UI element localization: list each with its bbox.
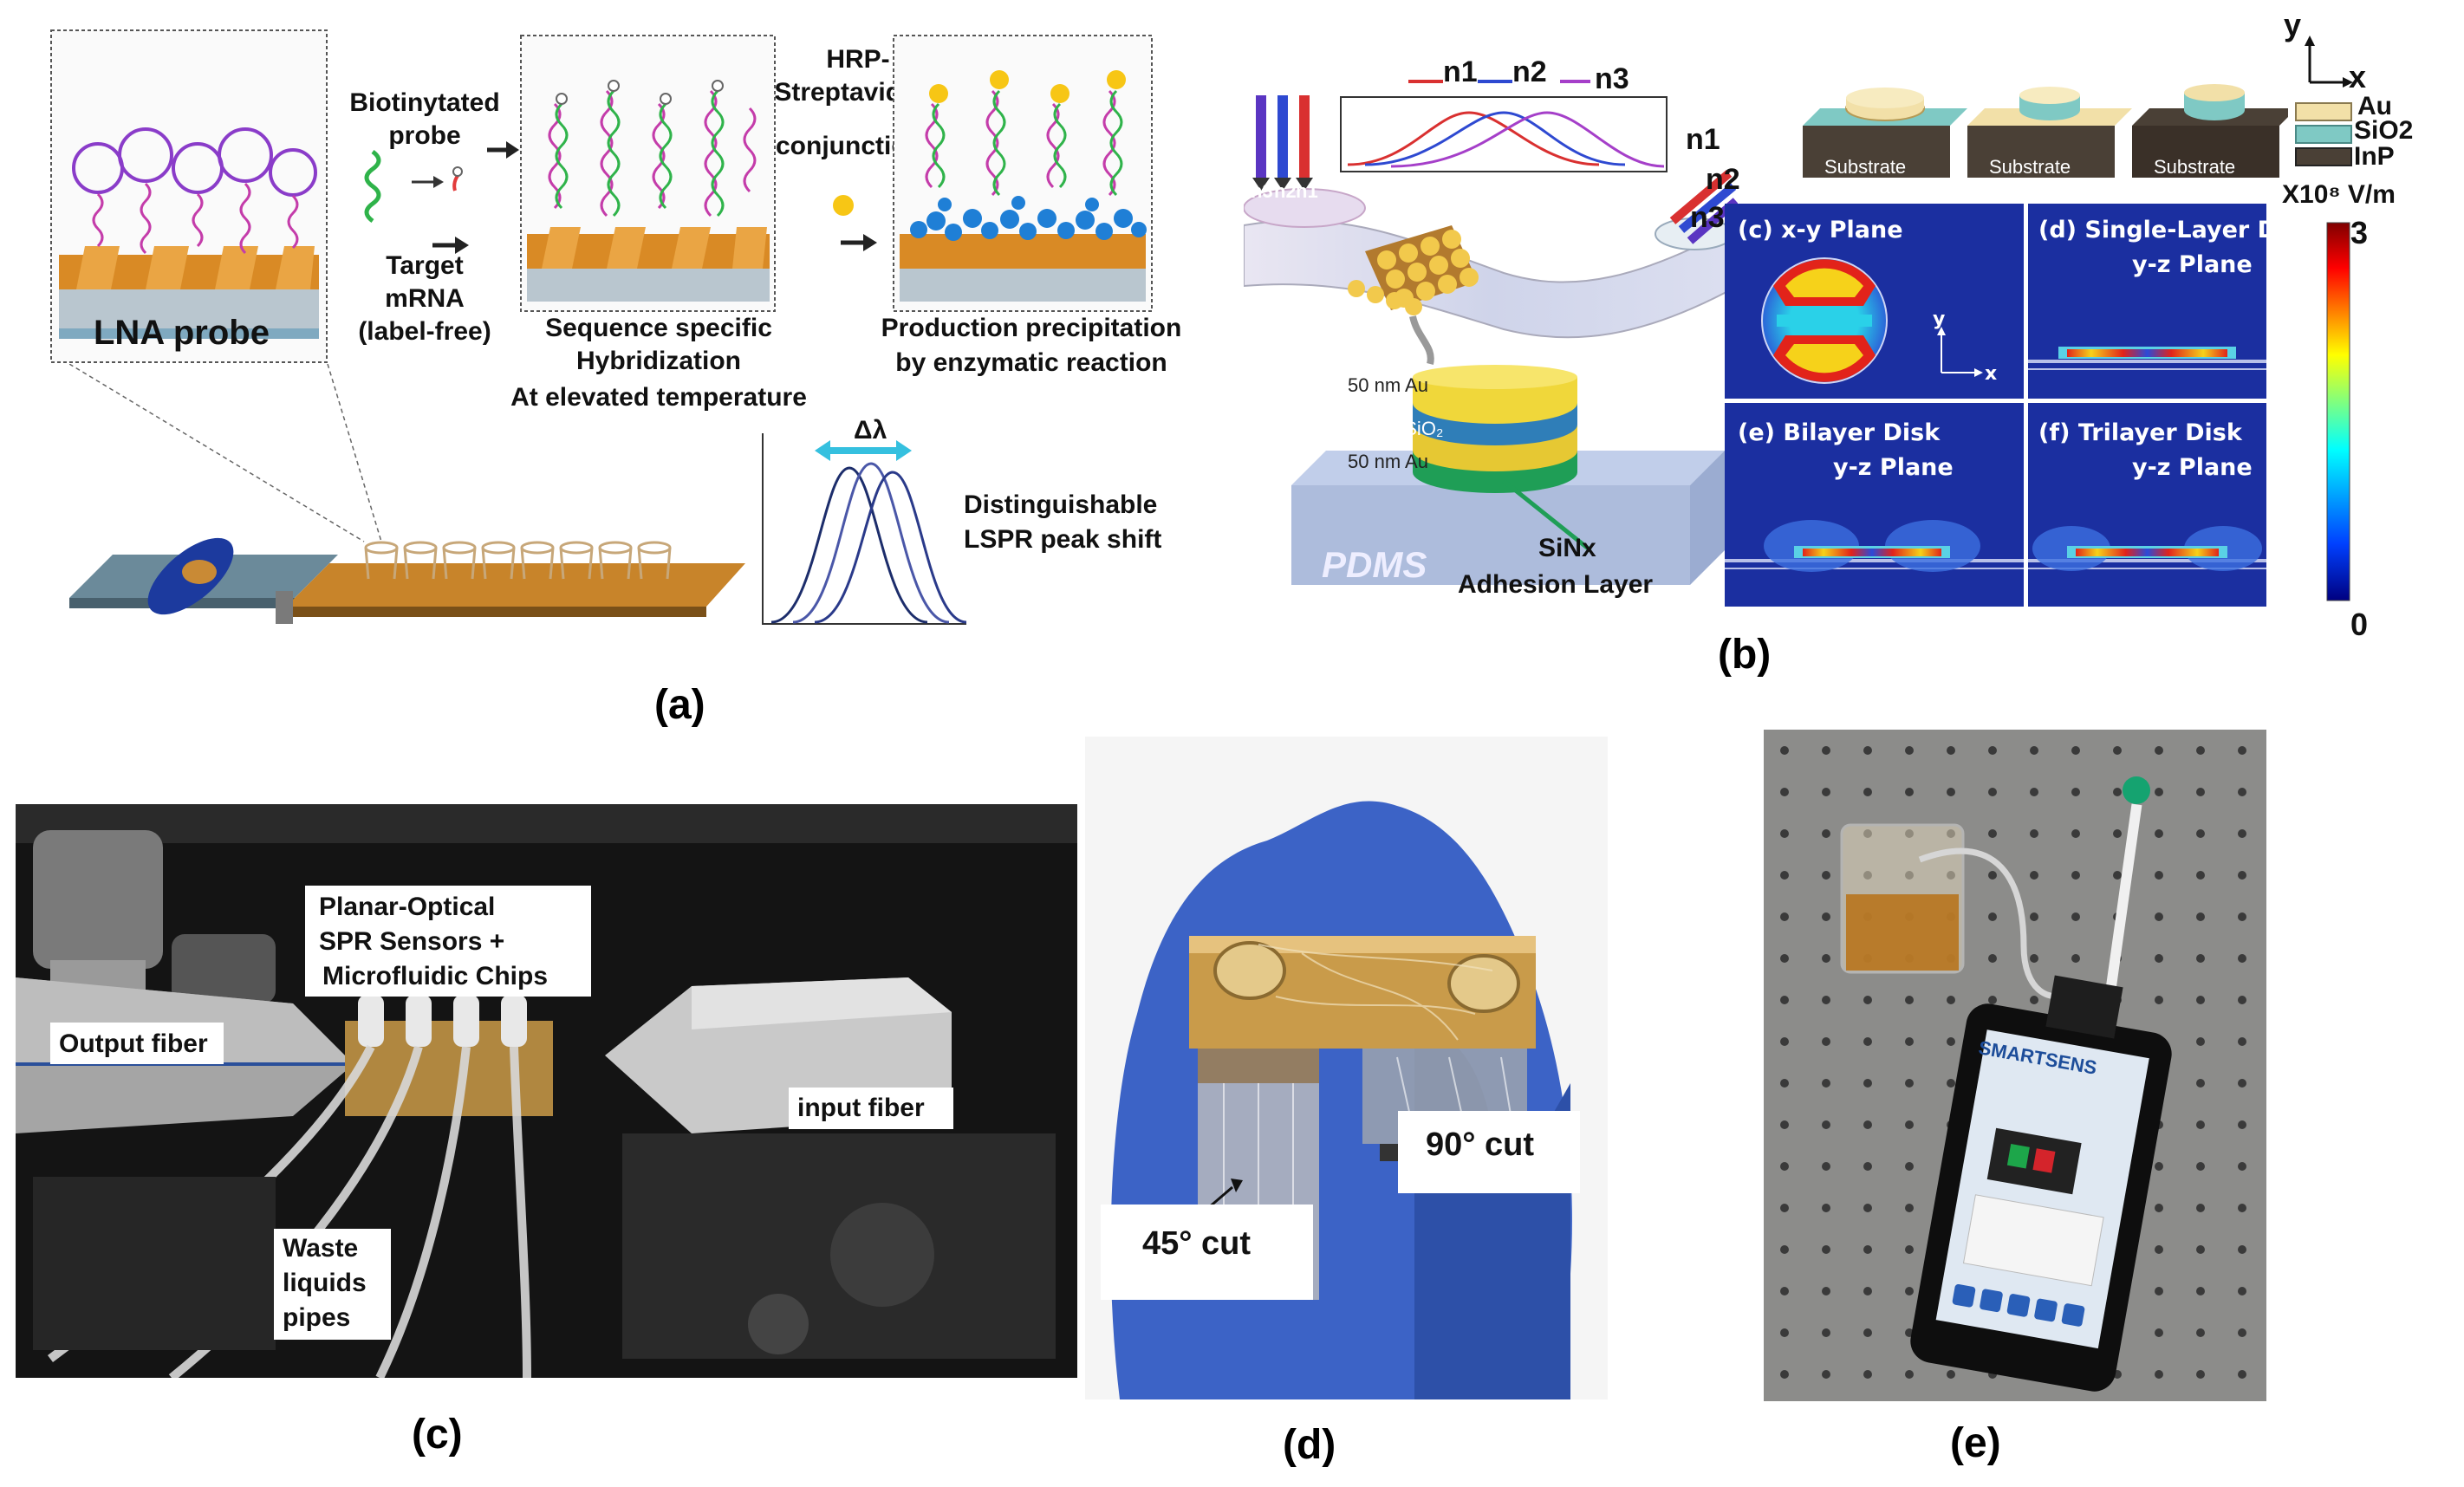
adhesion-label: Adhesion Layer xyxy=(1458,570,1654,599)
waste-label-1: Waste xyxy=(283,1234,359,1263)
n1-label-top: n1 xyxy=(1443,55,1478,88)
hybridization-label-3: At elevated temperature xyxy=(510,383,807,412)
delta-lambda-label: Δλ xyxy=(854,416,887,445)
n1-label-right: n1 xyxy=(1686,123,1720,156)
field-title-d: (d) Single-Layer Disk xyxy=(2038,217,2315,244)
arrow-right-icon xyxy=(841,234,877,251)
field-subtitle-f: y-z Plane xyxy=(2132,454,2253,481)
cut-45-label: 45° cut xyxy=(1142,1225,1252,1262)
lspr-label-1: Distinguishable xyxy=(964,490,1158,519)
panel-d-photo xyxy=(1085,737,1608,1399)
lspr-spectra-plot xyxy=(762,433,967,625)
svg-text:x: x xyxy=(1985,363,1997,385)
cut-90-label: 90° cut xyxy=(1426,1127,1535,1163)
layer-au-bottom: 50 nm Au xyxy=(1348,451,1428,472)
sensors-label-1: Planar-Optical xyxy=(319,893,496,921)
panel-d-label: (d) xyxy=(1283,1422,1336,1468)
glove-chip-photo xyxy=(1085,737,1608,1399)
beam-label-n2: n2 xyxy=(1274,180,1297,202)
precipitation-label-2: by enzymatic reaction xyxy=(895,348,1167,377)
colorbar-max: 3 xyxy=(2350,215,2369,250)
axis-y-label: y xyxy=(2284,7,2302,42)
roll-to-roll-substrate xyxy=(69,364,745,624)
lna-probe-illustration xyxy=(50,29,328,363)
field-subtitle-d: y-z Plane xyxy=(2132,251,2253,278)
panel-a-label: (a) xyxy=(654,682,705,728)
hybridization-label-2: Hybridization xyxy=(575,347,741,375)
output-fiber-callout xyxy=(50,1023,224,1064)
plasmonic-device-illustration xyxy=(1244,95,1738,365)
hrp-bead-icon xyxy=(833,195,854,216)
n2-label-top: n2 xyxy=(1512,55,1547,88)
substrate-label-2: Substrate xyxy=(1989,156,2071,178)
optical-bench-photo xyxy=(16,804,1077,1378)
n3-label-top: n3 xyxy=(1595,62,1629,95)
field-subtitle-e: y-z Plane xyxy=(1833,454,1954,481)
panel-c-photo xyxy=(16,804,1077,1378)
substrate-label-3: Substrate xyxy=(2154,156,2236,178)
waste-label-3: pipes xyxy=(283,1303,351,1332)
target-label-2: mRNA xyxy=(385,284,465,313)
pdms-label: PDMS xyxy=(1322,544,1427,585)
precipitation-label-1: Production precipitation xyxy=(881,314,1182,342)
waste-label-2: liquids xyxy=(283,1269,367,1297)
refractive-index-spectra xyxy=(1340,96,1668,172)
axis-icon xyxy=(2305,36,2353,88)
waste-callout xyxy=(274,1229,391,1340)
colorbar-unit: X10⁸ V/m xyxy=(2282,180,2396,209)
panel-b-label: (b) xyxy=(1718,632,1772,678)
input-fiber-label: input fiber xyxy=(797,1094,925,1122)
sensors-label-2: SPR Sensors + xyxy=(319,927,505,956)
beam-label-n1: n1 xyxy=(1296,180,1318,202)
colorbar-min: 0 xyxy=(2350,607,2369,642)
legend-sio2: SiO2 xyxy=(2354,116,2414,145)
axis-x-label: x xyxy=(2349,59,2367,94)
sinx-label: SiNx xyxy=(1538,534,1596,562)
legend-swatch-inp xyxy=(2295,147,2352,166)
field-title-e: (e) Bilayer Disk xyxy=(1738,419,1941,446)
arrow-right-icon xyxy=(487,141,519,159)
cut-45-callout xyxy=(1101,1205,1313,1300)
legend-swatch-sio2 xyxy=(2295,125,2352,144)
input-fiber-callout xyxy=(789,1088,953,1129)
target-label-3: (label-free) xyxy=(358,317,491,346)
svg-text:y: y xyxy=(1933,308,1945,330)
legend-inp: InP xyxy=(2354,142,2395,171)
sensors-label-3: Microfluidic Chips xyxy=(322,962,549,990)
substrate-label-1: Substrate xyxy=(1824,156,1907,178)
target-label-1: Target xyxy=(386,251,464,280)
panel-c-label: (c) xyxy=(412,1412,463,1458)
n2-label-right: n2 xyxy=(1706,163,1740,196)
arrow-right-icon xyxy=(432,237,469,254)
field-title-c: (c) x-y Plane xyxy=(1738,217,1903,244)
field-map-grid: y x xyxy=(1725,204,2266,607)
biotinylated-label-2: probe xyxy=(388,121,461,150)
layer-sio2: 60 nm SiO₂ xyxy=(1346,418,1444,439)
biotinylated-label-1: Biotinytated xyxy=(349,88,500,117)
beam-label-n3: n3 xyxy=(1251,180,1273,202)
legend-swatch-au xyxy=(2295,102,2352,121)
precipitation-illustration xyxy=(893,35,1153,312)
hybridization-label-1: Sequence specific xyxy=(545,314,772,342)
hrp-label-1: HRP- xyxy=(826,45,890,74)
output-fiber-label: Output fiber xyxy=(59,1029,208,1058)
sensors-callout xyxy=(305,886,591,997)
hybridization-illustration xyxy=(520,35,776,312)
layer-au-top: 50 nm Au xyxy=(1348,374,1428,396)
panel-e-label: (e) xyxy=(1950,1420,2001,1466)
lna-probe-label: LNA probe xyxy=(94,314,270,352)
legend-au: Au xyxy=(2357,92,2392,120)
colorbar xyxy=(2326,222,2350,601)
field-title-f: (f) Trilayer Disk xyxy=(2038,419,2242,446)
probe-strand-icon xyxy=(364,149,463,224)
substrate-blocks xyxy=(1803,84,2288,178)
layer-stack-illustration xyxy=(1291,365,1725,585)
n3-label-right: n3 xyxy=(1690,201,1725,234)
smartphone-setup-photo xyxy=(1764,730,2266,1401)
cut-90-callout xyxy=(1398,1111,1580,1193)
panel-e-photo xyxy=(1764,730,2266,1401)
lspr-label-2: LSPR peak shift xyxy=(964,525,1162,554)
n-legend-lines xyxy=(1408,80,1590,83)
